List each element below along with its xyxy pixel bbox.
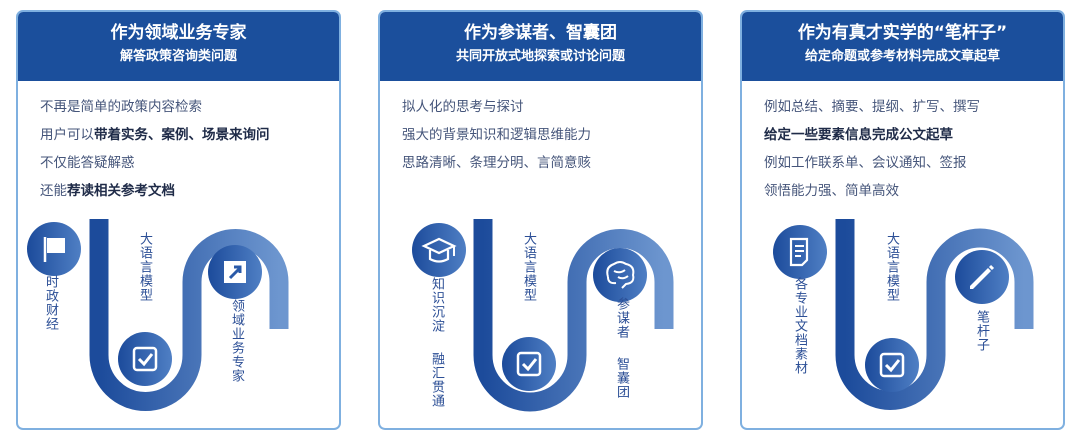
flow-path (835, 219, 1034, 410)
s-curve-flow (412, 219, 674, 412)
checkbox-icon (502, 337, 556, 391)
feature-text: 用户可以 (40, 127, 94, 143)
flow-label: 智囊团 (614, 357, 629, 399)
flow-path (473, 219, 674, 412)
feature-text: 强大的背景知识和逻辑思维能力 (402, 127, 591, 143)
graduation-cap-icon (412, 223, 466, 277)
feature-line: 强大的背景知识和逻辑思维能力 (402, 121, 701, 149)
checkbox-icon (118, 332, 172, 386)
feature-line: 领悟能力强、简单高效 (764, 177, 1063, 205)
feature-line: 例如总结、摘要、提纲、扩写、撰写 (764, 93, 1063, 121)
card-subtitle: 共同开放式地探索或讨论问题 (455, 49, 625, 64)
pencil-icon (955, 250, 1009, 304)
checkbox-icon (865, 338, 919, 392)
card-title: 作为参谋者、智囊团 (464, 23, 617, 43)
card-title: 作为领域业务专家 (110, 23, 247, 43)
card-2: 作为参谋者、智囊团 共同开放式地探索或讨论问题 拟人化的思考与探讨强大的背景知识… (378, 10, 703, 430)
feature-text: 例如总结、摘要、提纲、扩写、撰写 (764, 99, 980, 115)
card-body: 例如总结、摘要、提纲、扩写、撰写给定一些要素信息完成公文起草例如工作联系单、会议… (742, 81, 1063, 205)
flow-label: 领域业务专家 (229, 299, 244, 383)
card-title: 作为有真才实学的“笔杆子” (797, 23, 1008, 43)
flow-label: 笔杆子 (974, 310, 989, 352)
feature-text: 思路清晰、条理分明、言简意赅 (402, 155, 591, 171)
flag-icon (27, 222, 81, 276)
flow-label: 时政财经 (43, 275, 58, 331)
flow-path (89, 219, 289, 411)
card-body: 不再是简单的政策内容检索用户可以带着实务、案例、场景来询问不仅能答疑解惑还能荐读… (18, 81, 339, 205)
feature-text: 带着实务、案例、场景来询问 (94, 127, 270, 143)
feature-line: 例如工作联系单、会议通知、签报 (764, 149, 1063, 177)
card-1: 作为领域业务专家 解答政策咨询类问题 不再是简单的政策内容检索用户可以带着实务、… (16, 10, 341, 430)
flow-label: 参谋者 (614, 297, 629, 339)
feature-text: 拟人化的思考与探讨 (402, 99, 524, 115)
s-curve-flow (773, 219, 1034, 410)
feature-text: 不再是简单的政策内容检索 (40, 99, 202, 115)
flow-label: 融汇贯通 (429, 352, 444, 408)
feature-text: 还能 (40, 183, 67, 199)
feature-text: 荐读相关参考文档 (67, 183, 175, 199)
feature-line: 不再是简单的政策内容检索 (40, 93, 339, 121)
flow-label: 各专业文档素材 (792, 277, 807, 375)
document-icon (773, 225, 827, 279)
feature-text: 给定一些要素信息完成公文起草 (764, 127, 953, 143)
card-subtitle: 给定命题或参考材料完成文章起草 (804, 49, 1000, 64)
feature-line: 思路清晰、条理分明、言简意赅 (402, 149, 701, 177)
feature-line: 给定一些要素信息完成公文起草 (764, 121, 1063, 149)
feature-line: 还能荐读相关参考文档 (40, 177, 339, 205)
feature-text: 领悟能力强、简单高效 (764, 183, 899, 199)
feature-line: 不仅能答疑解惑 (40, 149, 339, 177)
card-body: 拟人化的思考与探讨强大的背景知识和逻辑思维能力思路清晰、条理分明、言简意赅 (380, 81, 701, 177)
feature-text: 例如工作联系单、会议通知、签报 (764, 155, 967, 171)
s-curve-flow (27, 219, 289, 411)
arrow-up-right-icon (208, 245, 262, 299)
card-header: 作为有真才实学的“笔杆子” 给定命题或参考材料完成文章起草 (742, 12, 1063, 81)
flow-label: 知识沉淀 (429, 277, 444, 333)
card-3: 作为有真才实学的“笔杆子” 给定命题或参考材料完成文章起草 例如总结、摘要、提纲… (740, 10, 1065, 430)
flow-label: 大语言模型 (521, 232, 536, 302)
card-header: 作为领域业务专家 解答政策咨询类问题 (18, 12, 339, 81)
feature-line: 用户可以带着实务、案例、场景来询问 (40, 121, 339, 149)
flow-label: 大语言模型 (884, 232, 899, 302)
card-subtitle: 解答政策咨询类问题 (119, 49, 237, 64)
feature-line: 拟人化的思考与探讨 (402, 93, 701, 121)
flow-label: 大语言模型 (137, 232, 152, 302)
card-header: 作为参谋者、智囊团 共同开放式地探索或讨论问题 (380, 12, 701, 81)
feature-text: 不仅能答疑解惑 (40, 155, 135, 171)
brain-icon (593, 248, 647, 302)
